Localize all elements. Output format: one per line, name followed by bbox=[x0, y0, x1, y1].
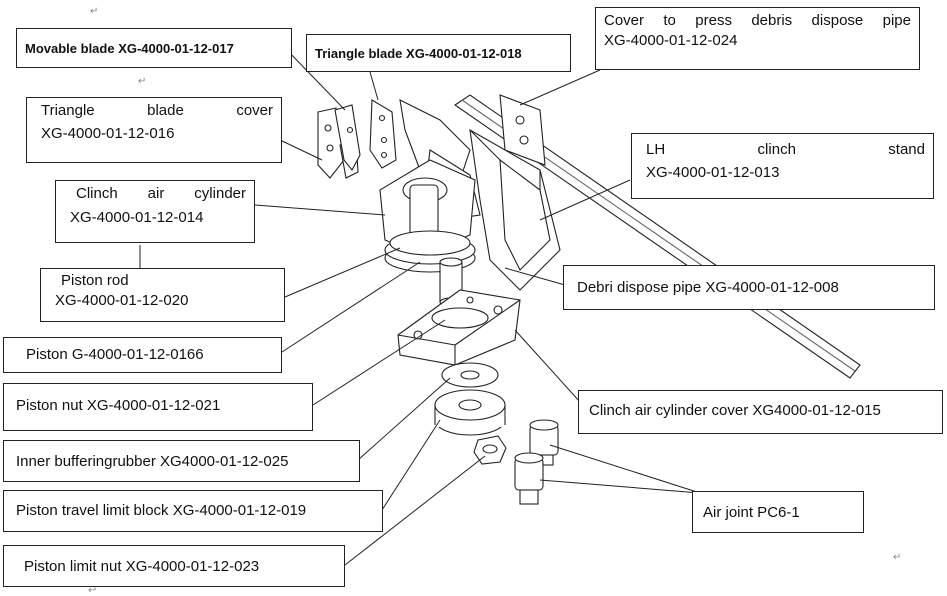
cylinder-cover-part bbox=[397, 289, 521, 366]
label-piston-rod: Piston rod XG-4000-01-12-020 bbox=[40, 268, 285, 322]
piston-nut-part bbox=[441, 362, 499, 388]
paragraph-mark: ↵ bbox=[90, 6, 99, 17]
label-piston-travel-limit-block: Piston travel limit block XG-4000-01-12-… bbox=[3, 490, 383, 532]
air-joint-upper-part bbox=[529, 419, 559, 466]
air-joint-lower-part bbox=[514, 452, 544, 505]
label-air-joint: Air joint PC6-1 bbox=[692, 491, 864, 533]
piston-limit-nut-part bbox=[473, 435, 507, 465]
movable-blade-part bbox=[334, 104, 361, 171]
label-piston-nut: Piston nut XG-4000-01-12-021 bbox=[3, 383, 313, 431]
cover-press-pipe-part bbox=[499, 94, 546, 166]
triangle-blade-part bbox=[369, 99, 397, 169]
label-triangle-blade: Triangle blade XG-4000-01-12-018 bbox=[306, 34, 571, 72]
label-piston-limit-nut: Piston limit nut XG-4000-01-12-023 bbox=[3, 545, 345, 587]
paragraph-mark: ↩ bbox=[88, 585, 97, 596]
piston-travel-limit-block-part bbox=[434, 389, 506, 436]
label-cover-press-debris-pipe: Cover to press debris dispose pipe XG-40… bbox=[595, 7, 920, 70]
label-inner-buffering-rubber: Inner bufferingrubber XG4000-01-12-025 bbox=[3, 440, 360, 482]
leader-lines bbox=[139, 47, 701, 566]
lh-clinch-stand-part bbox=[469, 128, 561, 291]
label-triangle-blade-cover: Triangle blade cover XG-4000-01-12-016 bbox=[26, 97, 282, 163]
label-clinch-air-cylinder: Clinch air cylinder XG-4000-01-12-014 bbox=[55, 180, 255, 243]
label-clinch-air-cylinder-cover: Clinch air cylinder cover XG4000-01-12-0… bbox=[578, 390, 943, 434]
label-movable-blade: Movable blade XG-4000-01-12-017 bbox=[16, 28, 292, 68]
label-lh-clinch-stand: LH clinch stand XG-4000-01-12-013 bbox=[631, 133, 934, 199]
paragraph-mark: ↵ bbox=[893, 552, 902, 563]
label-piston: Piston G-4000-01-12-0166 bbox=[3, 337, 282, 373]
paragraph-mark: ↵ bbox=[138, 76, 147, 87]
label-debri-dispose-pipe: Debri dispose pipe XG-4000-01-12-008 bbox=[563, 265, 935, 310]
